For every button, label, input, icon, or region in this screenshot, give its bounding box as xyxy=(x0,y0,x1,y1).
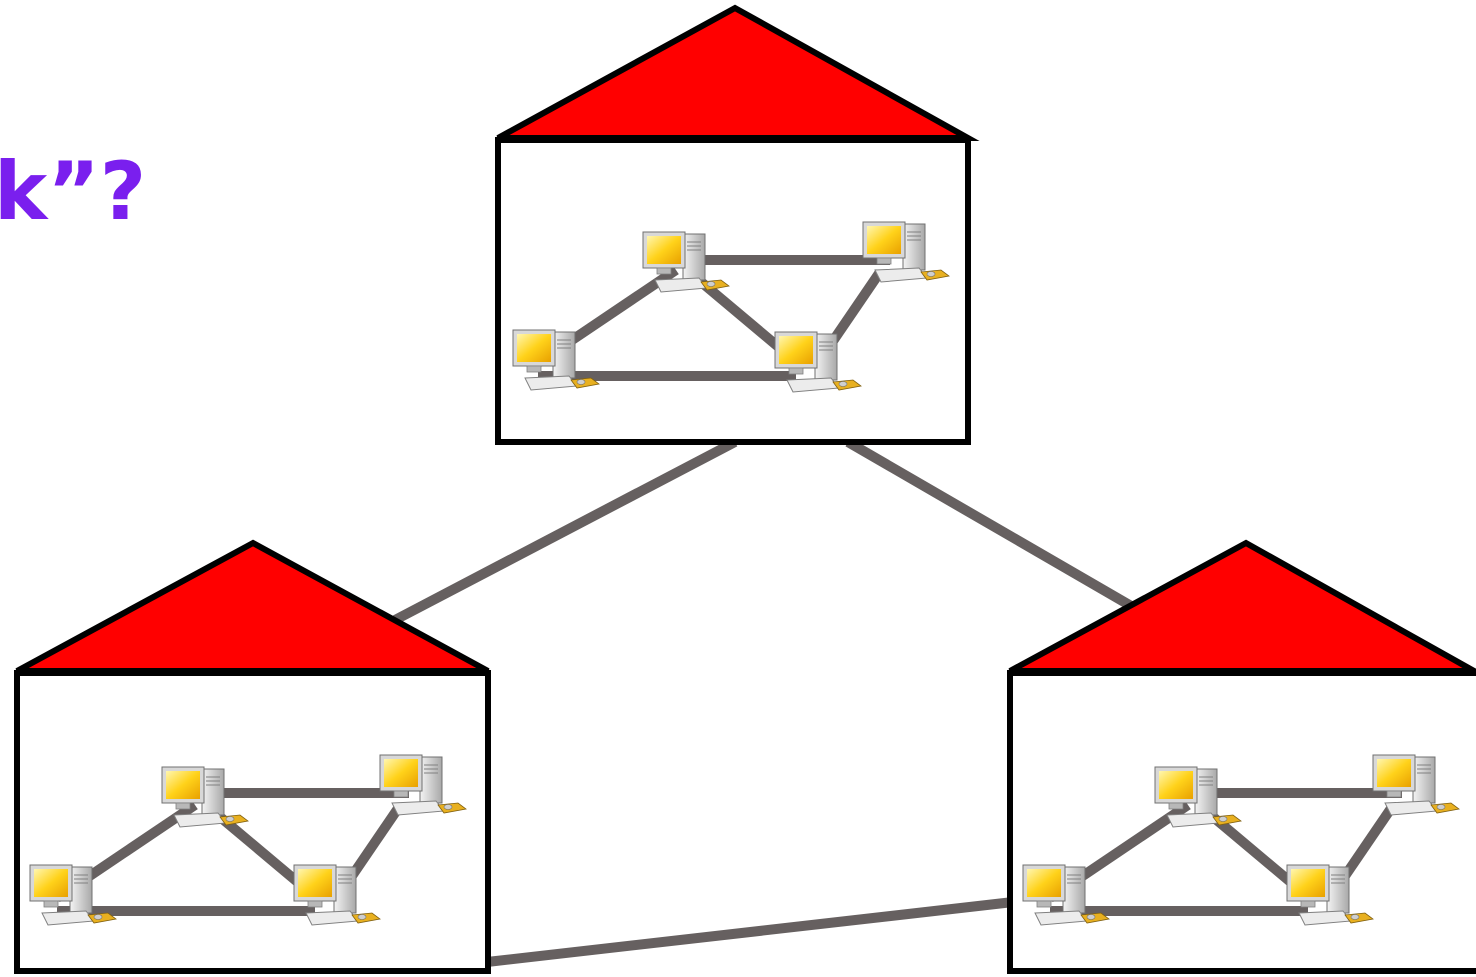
link-top-left xyxy=(392,437,738,625)
link-left-right xyxy=(486,896,1023,967)
house-roof xyxy=(496,4,980,141)
house-body xyxy=(14,670,491,974)
slide-title: k”? xyxy=(0,145,147,238)
site-right xyxy=(1007,539,1476,974)
link-top-right xyxy=(845,437,1141,615)
house-body xyxy=(1007,670,1476,974)
house-body xyxy=(495,137,971,445)
site-left xyxy=(14,539,491,974)
house-roof xyxy=(1008,539,1476,674)
site-top xyxy=(495,4,980,445)
